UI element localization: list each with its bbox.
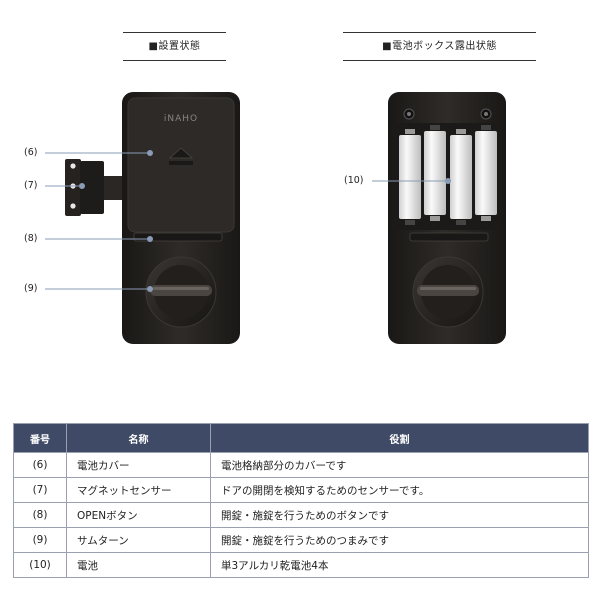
table-row: (9) サムターン 開錠・施錠を行うためのつまみです xyxy=(13,527,589,553)
callout-9: (9) xyxy=(24,283,38,294)
row-role: ドアの開閉を検知するためのセンサーです。 xyxy=(210,477,589,503)
row-number: (9) xyxy=(13,527,67,553)
row-role: 開錠・施錠を行うためのボタンです xyxy=(210,502,589,528)
row-role: 単3アルカリ乾電池4本 xyxy=(210,552,589,578)
table-row: (6) 電池カバー 電池格納部分のカバーです xyxy=(13,452,589,478)
callout-leaders-left xyxy=(45,152,148,290)
row-name: 電池カバー xyxy=(66,452,211,478)
callout-8: (8) xyxy=(24,233,38,244)
magnet-sensor xyxy=(65,159,126,216)
table-row: (7) マグネットセンサー ドアの開閉を検知するためのセンサーです。 xyxy=(13,477,589,503)
installed-lock-body: iNAHO xyxy=(65,92,240,344)
device-diagram: iNAHO xyxy=(45,92,506,344)
installed-state-title: ■設置状態 xyxy=(123,32,226,61)
header-name: 名称 xyxy=(66,423,211,453)
parts-table: 番号 名称 役割 (6) 電池カバー 電池格納部分のカバーです (7) マグネッ… xyxy=(13,423,589,578)
table-row: (10) 電池 単3アルカリ乾電池4本 xyxy=(13,552,589,578)
row-number: (10) xyxy=(13,552,67,578)
row-name: マグネットセンサー xyxy=(66,477,211,503)
row-number: (6) xyxy=(13,452,67,478)
brand-logo: iNAHO xyxy=(164,114,198,124)
row-name: サムターン xyxy=(66,527,211,553)
battery-exposed-title: ■電池ボックス露出状態 xyxy=(343,32,536,61)
callout-10: (10) xyxy=(344,175,364,186)
table-row: (8) OPENボタン 開錠・施錠を行うためのボタンです xyxy=(13,502,589,528)
header-number: 番号 xyxy=(13,423,67,453)
row-number: (8) xyxy=(13,502,67,528)
open-button xyxy=(133,232,223,242)
battery-cover: iNAHO xyxy=(127,97,235,233)
callout-6: (6) xyxy=(24,147,38,158)
batteries xyxy=(399,125,497,225)
row-role: 開錠・施錠を行うためのつまみです xyxy=(210,527,589,553)
row-role: 電池格納部分のカバーです xyxy=(210,452,589,478)
table-header-row: 番号 名称 役割 xyxy=(13,423,589,453)
callout-7: (7) xyxy=(24,180,38,191)
row-number: (7) xyxy=(13,477,67,503)
battery-exposed-lock-body xyxy=(388,92,506,344)
row-name: 電池 xyxy=(66,552,211,578)
header-role: 役割 xyxy=(210,423,589,453)
row-name: OPENボタン xyxy=(66,502,211,528)
thumb-turn xyxy=(145,256,217,328)
